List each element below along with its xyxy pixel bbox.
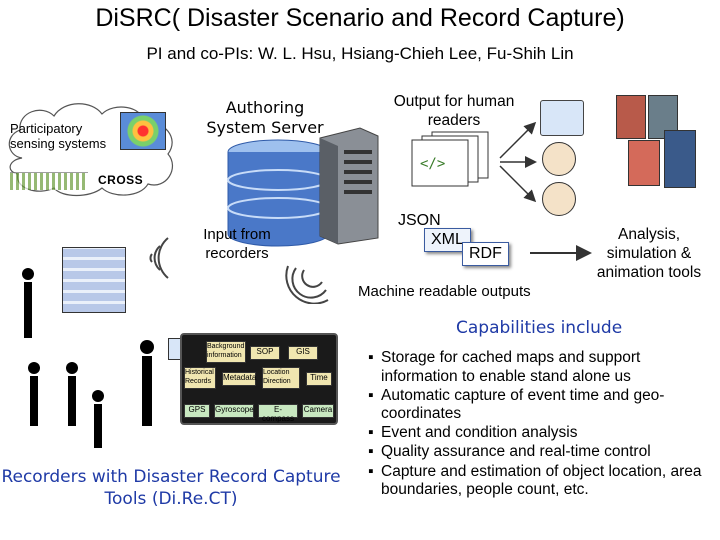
server-tower-icon [319, 127, 379, 245]
sensor-chart-thumbnail [10, 172, 88, 190]
format-xml: XML [424, 228, 471, 252]
recorder-person-icon [92, 390, 104, 402]
capability-item: Quality assurance and real-time control [368, 443, 718, 462]
wireless-signal-icon [285, 265, 329, 304]
capabilities-title: Capabilities include [456, 318, 623, 338]
arrow-to-readers [499, 121, 537, 203]
capability-item: Event and condition analysis [368, 424, 718, 443]
document-stack-icon: </> [411, 131, 489, 187]
reader-person-icon [542, 182, 576, 216]
app-tile-gis: GIS [288, 346, 318, 360]
recorder-person-icon [142, 356, 152, 426]
pi-list: PI and co-PIs: W. L. Hsu, Hsiang-Chieh L… [146, 44, 574, 63]
recorder-app-thumbnail [62, 247, 126, 313]
wireless-signal-icon [149, 237, 169, 279]
app-tile-location-direction: Location Direction [262, 367, 300, 389]
cross-label: CROSS [98, 173, 144, 187]
recorder-person-icon [68, 376, 76, 426]
capability-item: Capture and estimation of object locatio… [368, 463, 718, 500]
report-document-icon [616, 95, 646, 139]
app-tile-sop: SOP [250, 346, 280, 360]
recorder-person-icon [28, 362, 40, 374]
map-thumbnail [120, 112, 166, 150]
app-tile-camera: Camera [302, 404, 334, 418]
page-title: DiSRC( Disaster Scenario and Record Capt… [95, 4, 625, 32]
app-tile-metadata: Metadata [222, 372, 256, 386]
recorders-caption: Recorders with Disaster Record Capture T… [1, 467, 341, 509]
machine-outputs-label: Machine readable outputs [358, 283, 531, 300]
app-tile-time: Time [306, 372, 332, 386]
authoring-server-label: Authoring System Server [206, 98, 324, 137]
format-rdf: RDF [462, 242, 509, 266]
recorder-person-icon [94, 404, 102, 448]
app-tile-gps: GPS [184, 404, 210, 418]
input-recorders-label: Input from recorders [203, 226, 271, 262]
capability-item: Storage for cached maps and support info… [368, 349, 718, 386]
app-tile-gyroscope: Gyroscope [214, 404, 254, 418]
recorder-person-icon [66, 362, 78, 374]
report-document-icon [628, 140, 660, 186]
format-json: JSON [398, 212, 441, 229]
output-human-label: Output for human readers [393, 93, 515, 129]
recorder-person-icon [30, 376, 38, 426]
recorder-person-icon [24, 282, 32, 338]
app-tile-historical-records: Historical Records [184, 367, 216, 389]
app-tile-e-compass: E-compass [258, 404, 298, 423]
reader-computer-icon [540, 100, 584, 136]
app-tile-background-information: Background information [206, 341, 246, 363]
svg-text:</>: </> [420, 156, 445, 172]
report-document-icon [664, 130, 696, 188]
capabilities-list: Storage for cached maps and support info… [368, 349, 718, 500]
participatory-label: Participatory sensing systems [10, 121, 107, 151]
reader-person-icon [542, 142, 576, 176]
analysis-label: Analysis, simulation & animation tools [596, 226, 702, 281]
recorder-person-icon [22, 268, 34, 280]
recorder-person-icon [140, 340, 154, 354]
arrow-to-analysis [530, 245, 592, 261]
capability-item: Automatic capture of event time and geo-… [368, 387, 718, 424]
